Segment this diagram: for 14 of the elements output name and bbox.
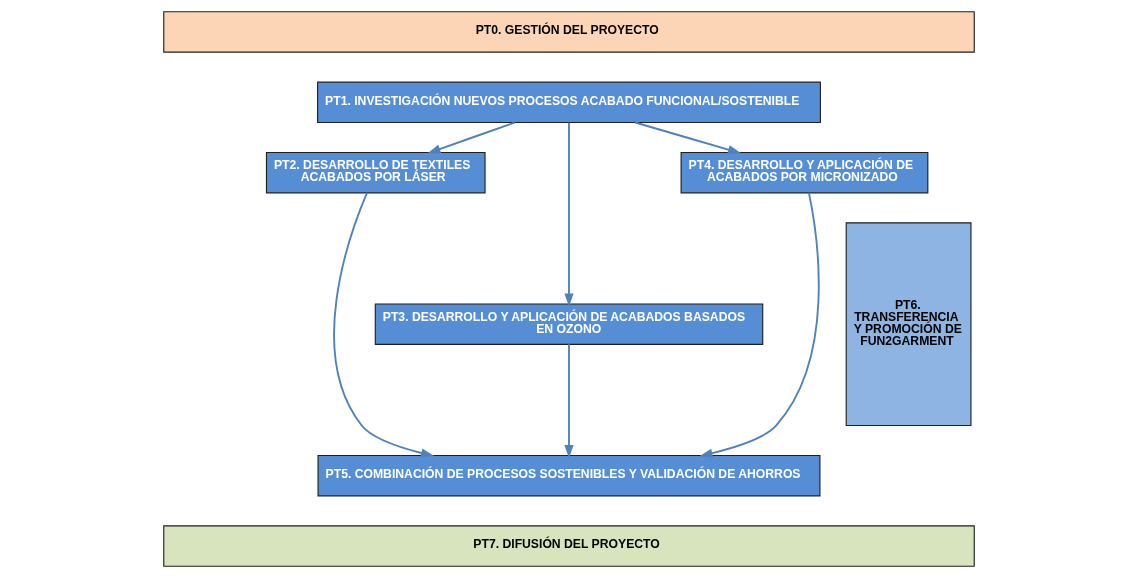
node-box: PT4. DESARROLLO Y APLICACIÓN DE ACABADOS POR MICRONIZADO: [680, 151, 928, 194]
node-box: PT0. GESTIÓN DEL PROYECTO: [162, 11, 975, 53]
node-box: PT1. INVESTIGACIÓN NUEVOS PROCESOS ACABADO FUNCIONAL/SOSTENIBLE: [316, 81, 821, 124]
node-box: PT3. DESARROLLO Y APLICACIÓN DE ACABADOS BASADOS EN OZONO: [374, 303, 763, 345]
node-box: PT5. COMBINACIÓN DE PROCESOS SOSTENIBLES Y VALIDACIÓN DE AHORROS: [317, 454, 820, 497]
arrow: [332, 191, 434, 458]
arrow: [563, 343, 574, 459]
node-box: PT2. DESARROLLO DE TEXTILES ACABADOS POR LÁSER: [265, 151, 486, 194]
arrow: [633, 121, 741, 155]
arrow: [563, 121, 574, 307]
node-box: PT6. TRANSFERENCIA Y PROMOCIÓN DE FUN2GARMENT: [845, 222, 972, 427]
arrow: [426, 121, 516, 154]
node-box: PT7. DIFUSIÓN DEL PROYECTO: [162, 525, 975, 567]
arrow: [698, 192, 820, 458]
